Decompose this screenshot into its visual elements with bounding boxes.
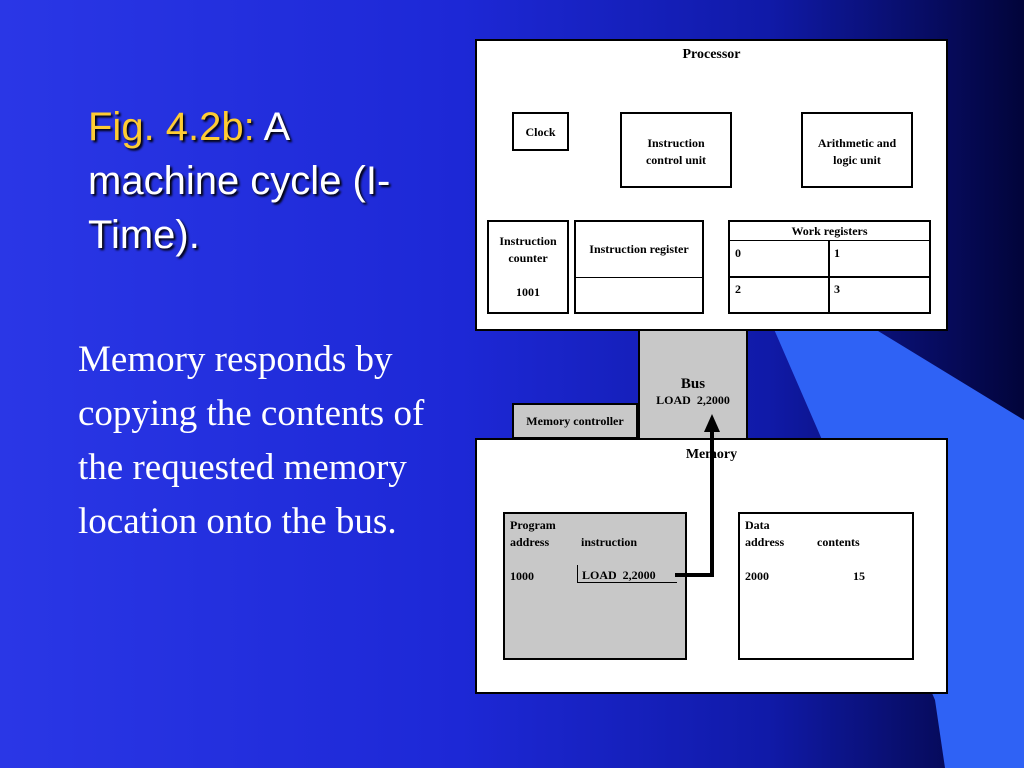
work-registers-label: Work registers [791, 224, 868, 238]
ir-label: Instruction register [589, 242, 689, 256]
ic-value: 1001 [516, 285, 540, 299]
program-col-address: address [510, 535, 550, 549]
title-prefix: Fig. 4.2b: [88, 105, 255, 149]
data-col-address: address [745, 535, 785, 549]
title-rest: A machine cycle (I-Time). [88, 105, 391, 257]
program-address: 1000 [510, 569, 534, 583]
instruction-counter-box: Instruction counter 1001 [487, 220, 569, 314]
ic-line1: Instruction [499, 234, 557, 248]
alu-box: Arithmetic and logic unit [801, 112, 913, 188]
alu-line2: logic unit [833, 153, 881, 167]
program-box: Program address instruction 1000 LOAD 2,… [503, 512, 687, 660]
reg-3: 3 [834, 282, 840, 296]
alu-line1: Arithmetic and [817, 136, 897, 150]
reg-1: 1 [834, 246, 840, 260]
ic-line2: counter [508, 251, 548, 265]
data-contents: 15 [853, 569, 865, 583]
clock-box: Clock [512, 112, 569, 151]
memory-controller-label: Memory controller [526, 414, 624, 428]
instruction-register-box: Instruction register [574, 220, 704, 314]
bus-content: LOAD 2,2000 [656, 393, 730, 407]
program-col-instruction: instruction [581, 535, 638, 549]
work-registers-box: Work registers 0 1 2 3 [728, 220, 931, 314]
program-instruction: LOAD 2,2000 [577, 565, 677, 583]
reg-0: 0 [735, 246, 741, 260]
work-col-divider [828, 240, 830, 312]
slide-title: Fig. 4.2b: A machine cycle (I-Time). [88, 100, 418, 262]
processor-box: Processor Clock Instruction control unit… [475, 39, 948, 331]
ir-divider [576, 277, 702, 278]
data-title: Data [745, 518, 770, 532]
data-address: 2000 [745, 569, 769, 583]
reg-2: 2 [735, 282, 741, 296]
instruction-control-unit-box: Instruction control unit [620, 112, 732, 188]
program-instruction-value: LOAD 2,2000 [582, 568, 656, 582]
body-text: Memory responds by copying the contents … [78, 339, 425, 542]
bus-box: Bus LOAD 2,2000 [638, 329, 748, 441]
processor-label: Processor [682, 47, 741, 62]
data-box: Data address contents 2000 15 [738, 512, 914, 660]
data-col-contents: contents [817, 535, 860, 549]
clock-label: Clock [525, 125, 556, 139]
bus-label: Bus [680, 376, 706, 392]
icu-line2: control unit [645, 153, 707, 167]
icu-line1: Instruction [647, 136, 705, 150]
program-title: Program [510, 518, 556, 532]
